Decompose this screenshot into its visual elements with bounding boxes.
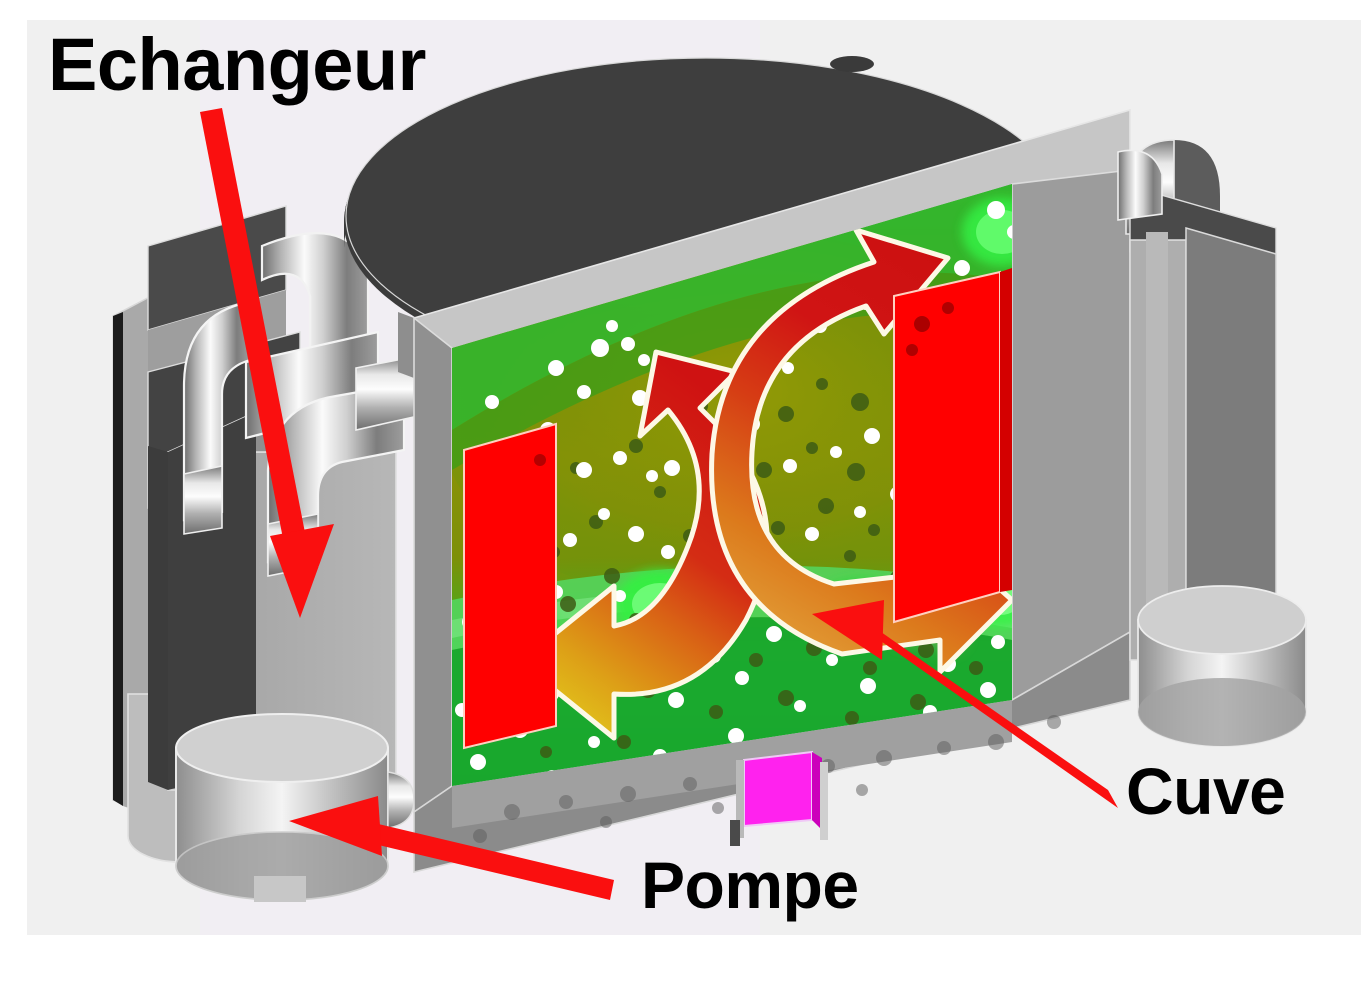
callout-arrows [200, 108, 1118, 900]
heater-panel-right [893, 268, 1012, 624]
right-exchanger-assembly [1125, 139, 1307, 747]
tank-right-nozzle [1117, 149, 1163, 221]
flow-arrow-left [517, 349, 770, 741]
bottom-port [730, 750, 828, 846]
elbow-pipe-cluster [182, 232, 419, 577]
label-echangeur: Echangeur [48, 23, 426, 106]
cuve-callout-arrow [812, 600, 1118, 808]
label-cuve: Cuve [1126, 754, 1286, 828]
echangeur-callout-arrow [200, 108, 334, 618]
heater-panel-left [463, 422, 557, 750]
label-pompe: Pompe [641, 848, 859, 922]
pompe-callout-arrow [289, 796, 614, 900]
